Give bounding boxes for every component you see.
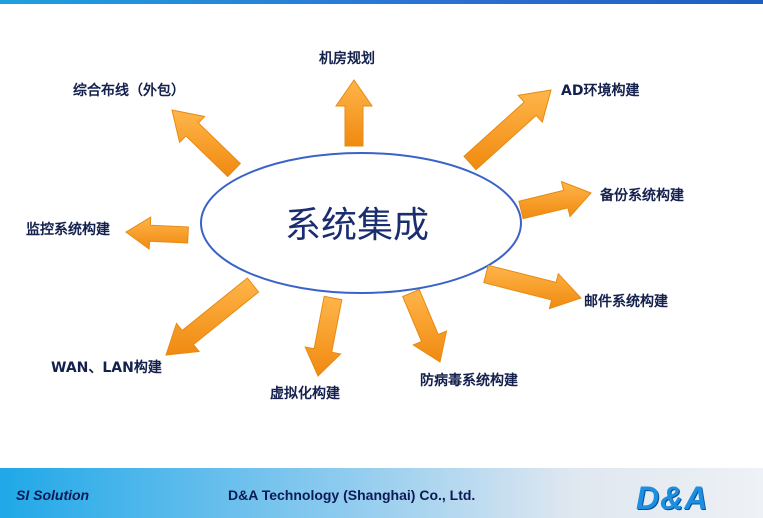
arrow-top-left	[171, 109, 242, 178]
label-cabling: 综合布线（外包）	[73, 83, 185, 99]
label-antivirus-system: 防病毒系统构建	[420, 373, 518, 389]
arrow-top	[335, 79, 373, 147]
label-ad-environment: AD环境构建	[561, 83, 640, 99]
arrow-bottom-center	[304, 295, 343, 377]
footer-bar: SI Solution D&A Technology (Shanghai) Co…	[0, 468, 763, 518]
label-wan-lan: WAN、LAN构建	[51, 360, 162, 376]
diagram-canvas	[125, 79, 592, 377]
label-room-planning: 机房规划	[319, 51, 375, 67]
arrow-left	[125, 216, 189, 251]
arrow-right-upper	[518, 180, 592, 220]
footer-company-name: D&A Technology (Shanghai) Co., Ltd.	[228, 487, 476, 503]
label-mail-system: 邮件系统构建	[584, 294, 668, 310]
label-virtualization: 虚拟化构建	[270, 386, 340, 402]
arrow-top-right	[463, 89, 552, 171]
center-ellipse	[200, 152, 522, 294]
top-accent-bar	[0, 0, 763, 4]
arrow-right-lower	[483, 264, 582, 310]
arrow-bottom-right	[402, 288, 448, 363]
center-title: 系统集成	[284, 205, 429, 246]
arrow-bottom-left	[165, 277, 260, 356]
company-logo: D&A	[636, 480, 709, 516]
footer-solution-text: SI Solution	[16, 487, 90, 503]
label-backup-system: 备份系统构建	[600, 188, 684, 204]
label-monitoring-system: 监控系统构建	[26, 222, 110, 238]
